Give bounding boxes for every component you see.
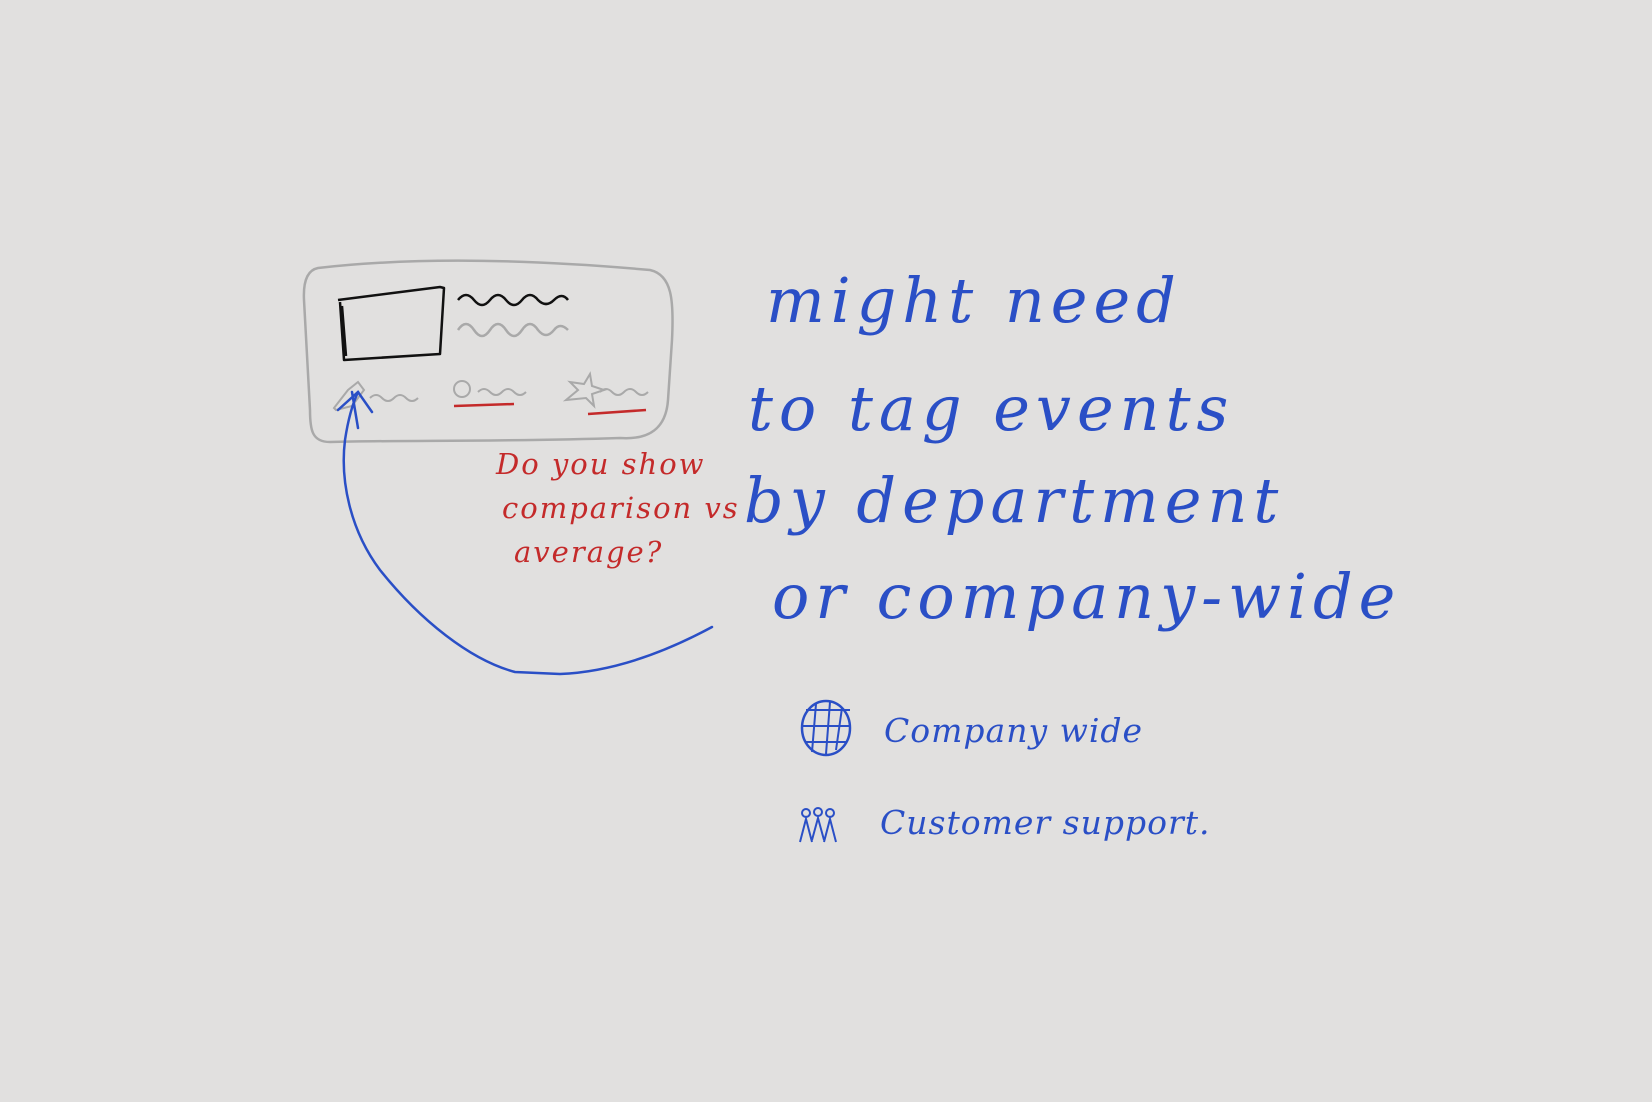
note-line-2: to tag events — [748, 372, 1235, 445]
red-underline-2 — [587, 408, 647, 416]
note-line-3: by department — [744, 464, 1285, 537]
people-icon — [799, 807, 837, 843]
legend-label-customer-support: Customer support. — [880, 803, 1211, 842]
question-line-1: Do you show — [496, 447, 706, 481]
globe-icon — [800, 699, 852, 757]
arrow-curve — [342, 390, 714, 676]
note-line-1: might need — [766, 264, 1182, 337]
meta-item-1 — [332, 380, 419, 412]
note-line-4: or company-wide — [772, 560, 1402, 633]
meta-item-3-text — [599, 388, 649, 396]
subtitle-squiggle — [456, 322, 569, 338]
image-placeholder — [337, 285, 446, 362]
meta-item-2-icon — [453, 380, 471, 398]
card-outline — [302, 259, 674, 444]
question-line-2: comparison vs — [502, 491, 740, 525]
red-underline-1 — [453, 402, 515, 408]
arrow-head — [336, 390, 374, 430]
question-line-3: average? — [514, 535, 664, 569]
legend-label-company-wide: Company wide — [884, 711, 1144, 750]
title-squiggle — [457, 293, 569, 307]
meta-item-2-text — [477, 388, 527, 396]
meta-item-3-icon — [562, 371, 608, 409]
